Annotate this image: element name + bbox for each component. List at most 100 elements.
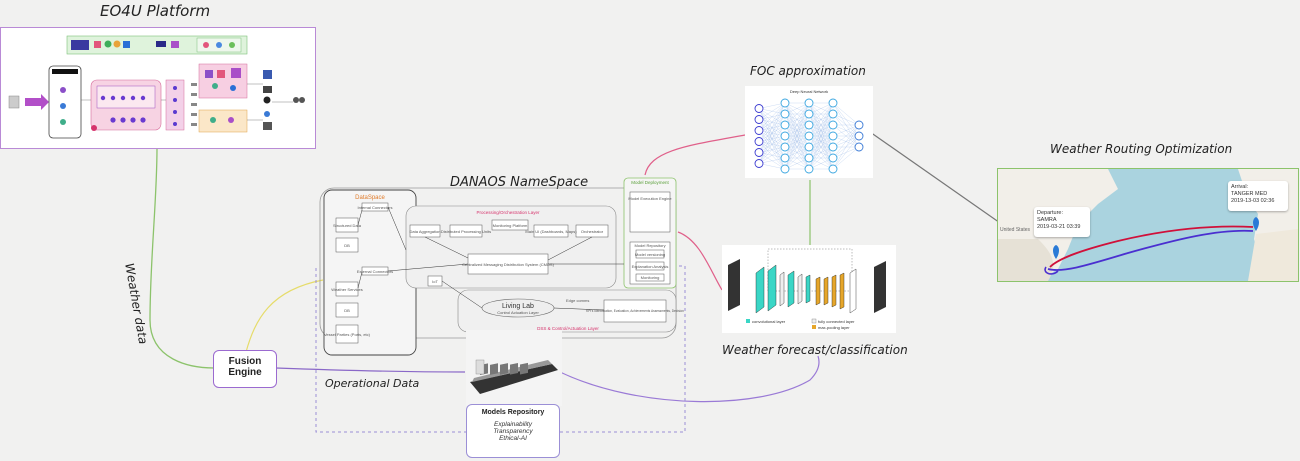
arrival-popup: Arrival: TANGER MED 2019-13-03 02:36 (1228, 181, 1288, 211)
weather-routing-title: Weather Routing Optimization (1050, 142, 1233, 156)
nn-neuron (754, 159, 764, 168)
connector-0: Internal Connectors (358, 205, 393, 210)
danaos-architecture: DataSpace Structured Data DB Weather Ser… (319, 177, 684, 356)
nn-neuron (804, 142, 814, 152)
deploy-item-3: Explanation Analysis (632, 264, 669, 269)
proc-item-2: Monitoring Platform (493, 223, 528, 228)
departure-place: SAMRA (1037, 217, 1057, 223)
dataspace-label: DataSpace (355, 195, 385, 201)
iot-label: IoT (432, 279, 438, 284)
ds-item-1: DB (344, 243, 350, 248)
nn-neuron (828, 98, 838, 108)
nn-neuron (754, 115, 764, 124)
nn-neuron (854, 120, 864, 130)
danaos-title: DANAOS NameSpace (450, 175, 589, 190)
nn-neuron (804, 164, 814, 174)
weather-data-line (149, 147, 215, 369)
eo4u-architecture (8, 35, 305, 139)
deploy-item-2: Model versioning (635, 252, 665, 257)
nn-neuron (780, 131, 790, 141)
connector-1: External Connectors (357, 269, 393, 274)
nn-neuron (804, 120, 814, 130)
models-repository-box: Models Repository Explainability Transpa… (466, 404, 560, 458)
edge-comms-label: Edge comms (566, 298, 589, 303)
foc-title: FOC approximation (750, 64, 866, 78)
nn-neuron (828, 109, 838, 119)
nn-neuron (780, 153, 790, 163)
nn-neuron (804, 153, 814, 163)
proc-item-0: Data Aggregation (410, 229, 441, 234)
nn-neuron (828, 142, 838, 152)
fusion-engine-line2: Engine (228, 367, 262, 378)
processing-layer-label: Processing/Orchestration Layer (476, 210, 540, 215)
deploy-item-1: Model Repository (634, 243, 665, 248)
nn-header: Deep Neural Network (790, 89, 828, 94)
deploy-item-4: Monitoring (641, 275, 660, 280)
route-blue (1047, 229, 1254, 271)
nn-neuron (780, 142, 790, 152)
models-repo-item-0: Explainability (494, 421, 532, 428)
eo4u-diagram (0, 27, 316, 149)
ds-item-2: Weather Services (331, 287, 363, 292)
routing-map: United States Departure: SAMRA 2019-03-2… (997, 168, 1299, 282)
fusion-engine-box: Fusion Engine (213, 350, 277, 388)
ds-item-3: DB (344, 308, 350, 313)
operational-data-line (275, 367, 466, 373)
living-lab-label: Living Lab (502, 303, 534, 310)
ds-item-4: Vessel Parties (Ports, etc) (324, 332, 371, 337)
models-repo-item-1: Transparency (493, 428, 533, 435)
cnn-legend-0: convolutional layer (752, 319, 786, 324)
nn-neuron (754, 126, 764, 135)
nn-neuron (780, 109, 790, 119)
fusion-dataspace-line (245, 279, 324, 353)
nn-neuron (828, 164, 838, 174)
cmds-label: Centralized Messaging Distribution Syste… (462, 262, 554, 267)
weather-cnn-diagram: convolutional layer fully connected laye… (722, 245, 896, 333)
nn-neuron (780, 120, 790, 130)
proc-item-1: Distributed Processing Units (441, 229, 491, 234)
nn-neuron (754, 104, 764, 113)
weather-forecast-title: Weather forecast/classification (722, 343, 908, 357)
arrival-date: 2019-13-03 02:36 (1231, 198, 1275, 204)
departure-marker (1053, 245, 1059, 259)
cnn-legend-1: fully connected layer (818, 319, 855, 324)
ds-item-0: Structured Data (333, 223, 362, 228)
route-red (1049, 225, 1254, 268)
model-deployment-label: Model Deployment (631, 180, 669, 185)
arrival-label: Arrival: (1231, 184, 1249, 190)
nn-neuron (828, 131, 838, 141)
deployment-foc-line (644, 134, 746, 176)
operational-data-label: Operational Data (325, 377, 420, 390)
departure-label: Departure: (1037, 210, 1063, 216)
nn-neuron (754, 137, 764, 146)
dss-layer-label: DSS & Control/Actuation Layer (537, 326, 599, 331)
deployment-forecast-line (677, 231, 723, 291)
departure-date: 2019-03-21 03:39 (1037, 224, 1081, 230)
arrival-marker (1253, 217, 1259, 231)
proc-item-4: Orchestrator (581, 229, 604, 234)
map-land-label: United States (1000, 227, 1031, 233)
dss-box-label: KPI's identification, Evaluation, Achiev… (586, 309, 684, 313)
departure-popup: Departure: SAMRA 2019-03-21 03:39 (1034, 207, 1090, 237)
nn-neuron (804, 109, 814, 119)
nn-neuron (828, 120, 838, 130)
foc-neural-network: Deep Neural Network (745, 86, 873, 178)
models-repository-title: Models Repository (481, 409, 545, 416)
eo4u-title: EO4U Platform (100, 2, 211, 20)
nn-neuron (854, 142, 864, 152)
deploy-item-0: Model Execution Engine (628, 196, 672, 201)
nn-neuron (804, 98, 814, 108)
nn-neuron (780, 164, 790, 174)
nn-neuron (854, 131, 864, 141)
nn-neuron (828, 153, 838, 163)
foc-routing-line (869, 131, 1004, 226)
living-lab-sub: Control Actuation Layer (497, 310, 539, 315)
arrival-place: TANGER MED (1231, 191, 1268, 197)
ship-forecast-line (559, 355, 820, 403)
nn-neuron (754, 148, 764, 157)
models-repo-item-2: Ethical-AI (499, 435, 527, 442)
nn-neuron (804, 131, 814, 141)
ship-image (466, 330, 562, 406)
nn-neuron (780, 98, 790, 108)
proc-item-3: Main UI (Dashboards, Maps) (525, 229, 577, 234)
